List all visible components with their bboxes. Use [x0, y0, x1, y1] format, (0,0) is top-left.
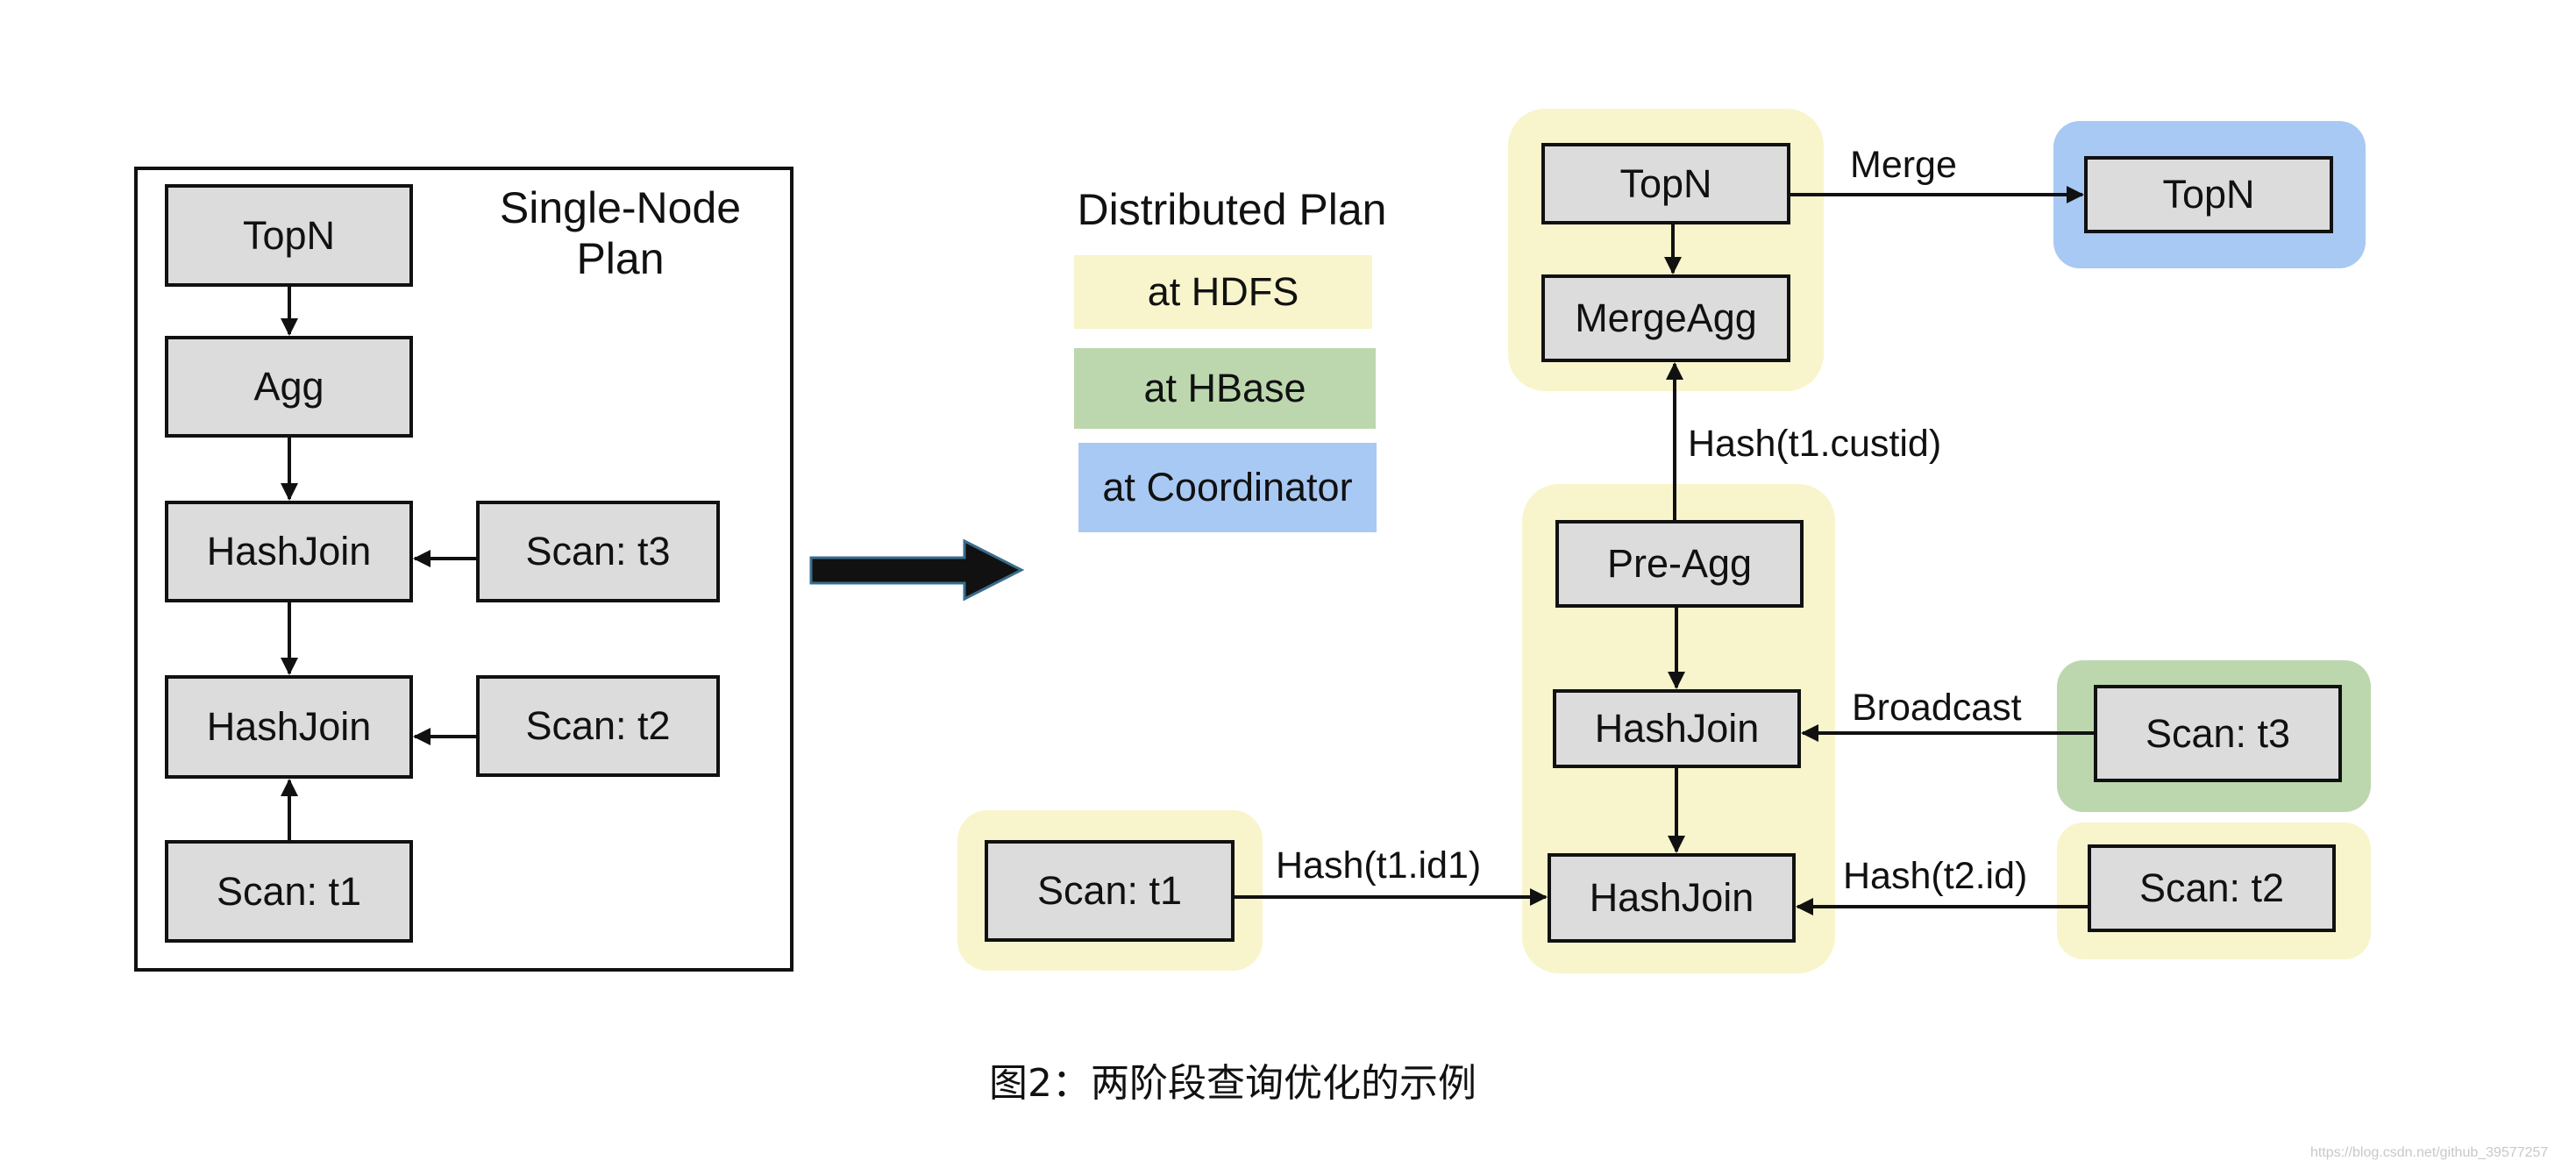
figure-caption: 图2：两阶段查询优化的示例 — [989, 1061, 1477, 1106]
edge-label-hash-t2-id: Hash(t2.id) — [1843, 855, 2028, 897]
sn-topn-node: TopN — [165, 184, 413, 287]
sn-scan-t2-node: Scan: t2 — [476, 675, 720, 777]
dp-scan-t1-node: Scan: t1 — [985, 840, 1235, 942]
watermark: https://blog.csdn.net/github_39577257 — [2310, 1145, 2549, 1160]
single-node-plan-title: Single-Node Plan — [487, 182, 754, 284]
edge-label-merge: Merge — [1850, 144, 1957, 186]
single-node-title-line1: Single-Node — [499, 183, 742, 232]
legend-hbase: at HBase — [1074, 348, 1376, 429]
dp-scan-t3-node: Scan: t3 — [2094, 685, 2342, 782]
sn-hashjoin-upper-node: HashJoin — [165, 501, 413, 602]
legend-hdfs: at HDFS — [1074, 255, 1372, 329]
sn-hashjoin-lower-node: HashJoin — [165, 675, 413, 779]
dp-topn-coordinator-node: TopN — [2084, 156, 2333, 233]
dp-hashjoin-upper-node: HashJoin — [1553, 689, 1801, 768]
legend-coordinator: at Coordinator — [1078, 443, 1377, 532]
edge-label-broadcast: Broadcast — [1852, 687, 2022, 729]
sn-agg-node: Agg — [165, 336, 413, 438]
single-node-plan-frame — [134, 167, 793, 972]
edge-label-hash-custid: Hash(t1.custid) — [1688, 423, 1942, 465]
dp-pre-agg-node: Pre-Agg — [1555, 520, 1804, 608]
distributed-plan-title: Distributed Plan — [1077, 185, 1387, 234]
dp-mergeagg-node: MergeAgg — [1541, 274, 1790, 362]
edge-label-hash-id1: Hash(t1.id1) — [1276, 844, 1482, 887]
dp-hashjoin-lower-node: HashJoin — [1548, 853, 1796, 943]
sn-scan-t3-node: Scan: t3 — [476, 501, 720, 602]
dp-topn-hdfs-node: TopN — [1541, 143, 1790, 224]
single-node-title-line2: Plan — [576, 234, 665, 283]
sn-scan-t1-node: Scan: t1 — [165, 840, 413, 943]
dp-scan-t2-node: Scan: t2 — [2088, 844, 2336, 932]
